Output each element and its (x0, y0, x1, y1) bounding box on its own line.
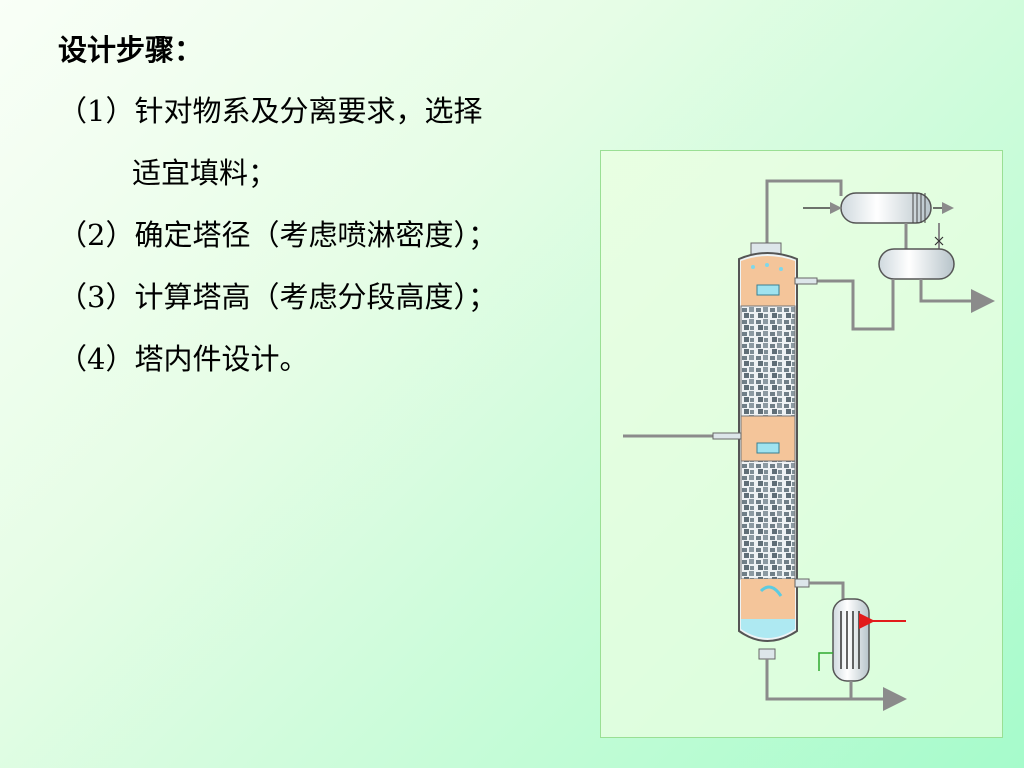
step-4: （4）塔内件设计。 (58, 342, 309, 376)
step-3: （3）计算塔高（考虑分段高度）； (58, 280, 497, 314)
column-shell-icon (738, 242, 798, 660)
overhead-vapor-pipe (765, 179, 843, 251)
reboiler-icon (818, 598, 906, 682)
step-1-line-2: 适宜填料； (132, 156, 278, 190)
column-diagram-panel (600, 150, 1003, 738)
reflux-drum-icon (878, 248, 955, 280)
condenser-icon (803, 192, 954, 224)
packed-column-diagram-icon (623, 179, 995, 711)
text-content: 设计步骤： （1）针对物系及分离要求，选择 适宜填料； （2）确定塔径（考虑喷淋… (58, 20, 578, 390)
slide-heading: 设计步骤： (58, 33, 204, 67)
step-1-line-1: （1）针对物系及分离要求，选择 (58, 94, 483, 128)
reflux-pipe (816, 279, 895, 331)
step-2: （2）确定塔径（考虑喷淋密度）； (58, 218, 497, 252)
